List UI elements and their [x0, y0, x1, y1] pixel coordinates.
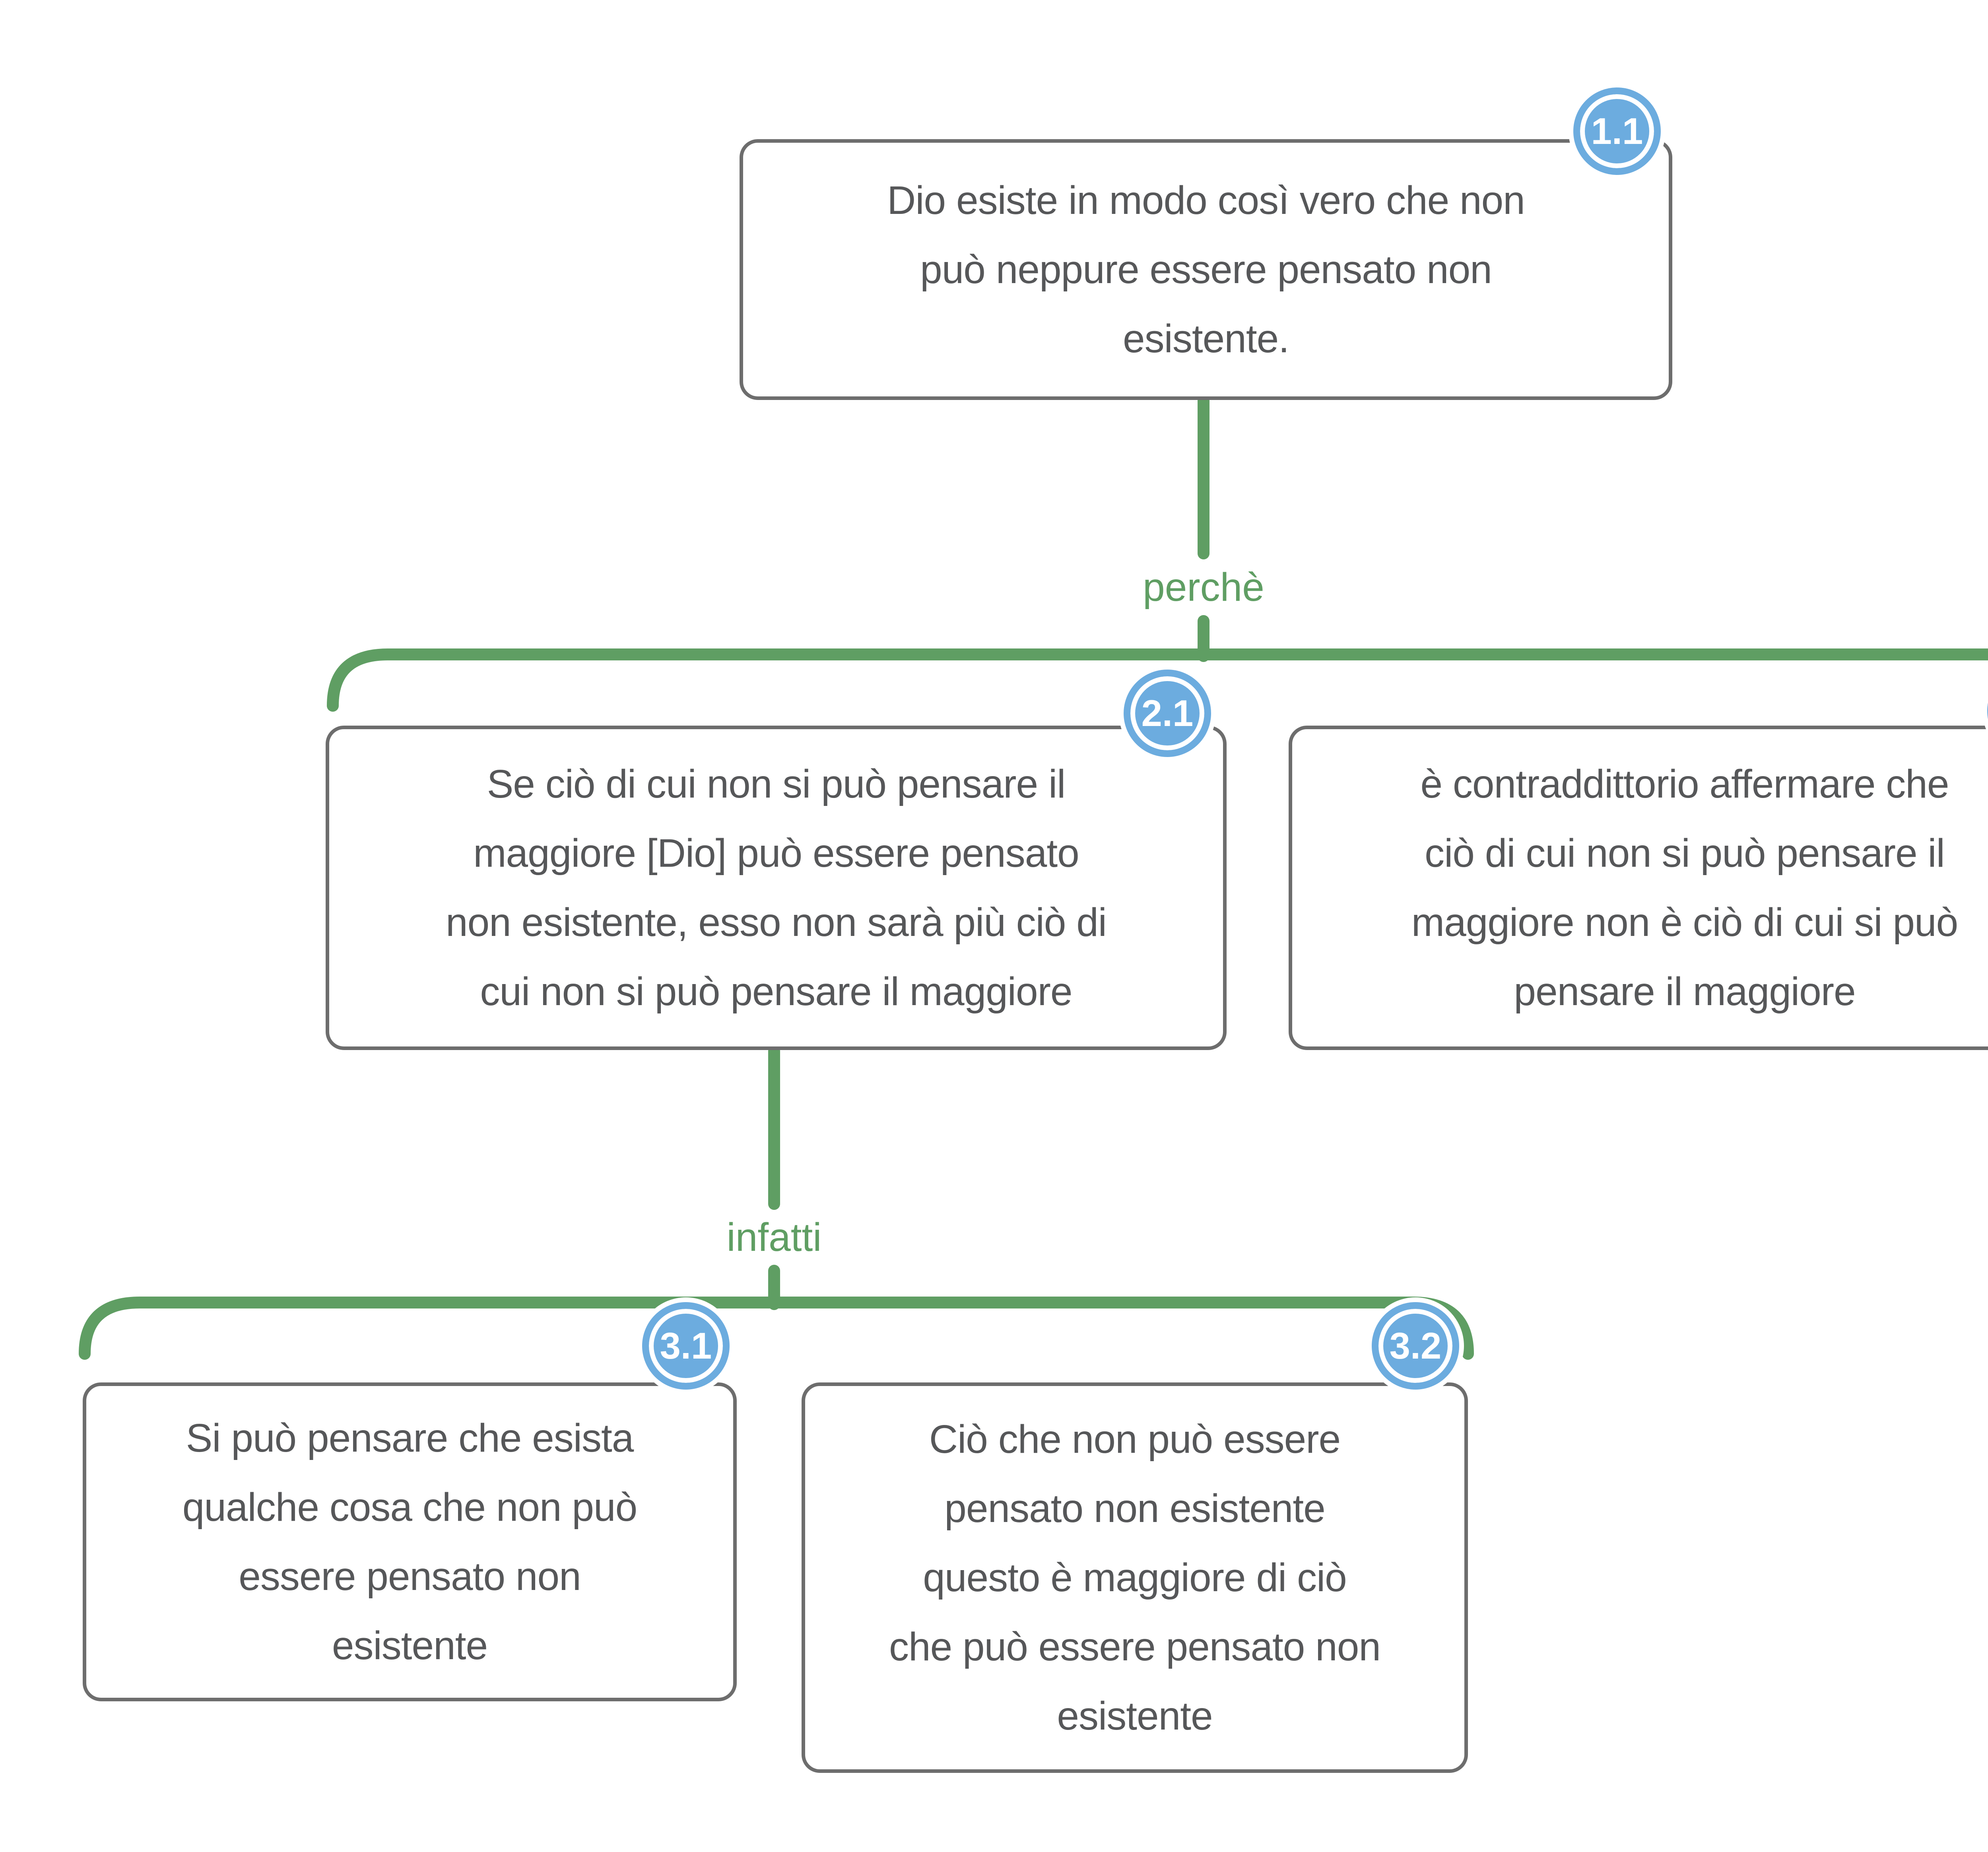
node-badge-1-1: 1.1 [1573, 87, 1661, 175]
node-badge-3-2: 3.2 [1372, 1302, 1459, 1390]
node-box-3-1[interactable]: Si può pensare che esista qualche cosa c… [83, 1382, 737, 1701]
edge-label-infatti: infatti [615, 1205, 933, 1270]
node-badge-label: 2.1 [1141, 692, 1194, 734]
node-text-3-2: Ciò che non può essere pensato non esist… [889, 1417, 1381, 1738]
connector-bracket-level2 [327, 648, 1988, 712]
node-badge-label: 1.1 [1591, 110, 1643, 152]
node-box-3-2[interactable]: Ciò che non può essere pensato non esist… [802, 1382, 1468, 1773]
edge-label-text: infatti [726, 1215, 822, 1260]
node-badge-label: 3.2 [1389, 1325, 1442, 1367]
edge-label-text: perchè [1143, 565, 1264, 610]
node-box-1-1[interactable]: Dio esiste in modo così vero che non può… [740, 139, 1672, 400]
node-box-2-2[interactable]: è contraddittorio affermare che ciò di c… [1289, 726, 1988, 1050]
node-text-2-2: è contraddittorio affermare che ciò di c… [1411, 762, 1958, 1014]
node-badge-2-1: 2.1 [1124, 670, 1211, 757]
connector-bracket-level3 [79, 1297, 1474, 1360]
node-badge-label: 3.1 [660, 1325, 712, 1367]
node-box-2-1[interactable]: Se ciò di cui non si può pensare il magg… [326, 726, 1227, 1050]
node-text-1-1: Dio esiste in modo così vero che non può… [887, 178, 1525, 361]
node-text-3-1: Si può pensare che esista qualche cosa c… [182, 1416, 638, 1668]
node-badge-3-1: 3.1 [642, 1302, 730, 1390]
node-text-2-1: Se ciò di cui non si può pensare il magg… [445, 762, 1107, 1014]
edge-label-perche: perchè [1044, 555, 1363, 620]
